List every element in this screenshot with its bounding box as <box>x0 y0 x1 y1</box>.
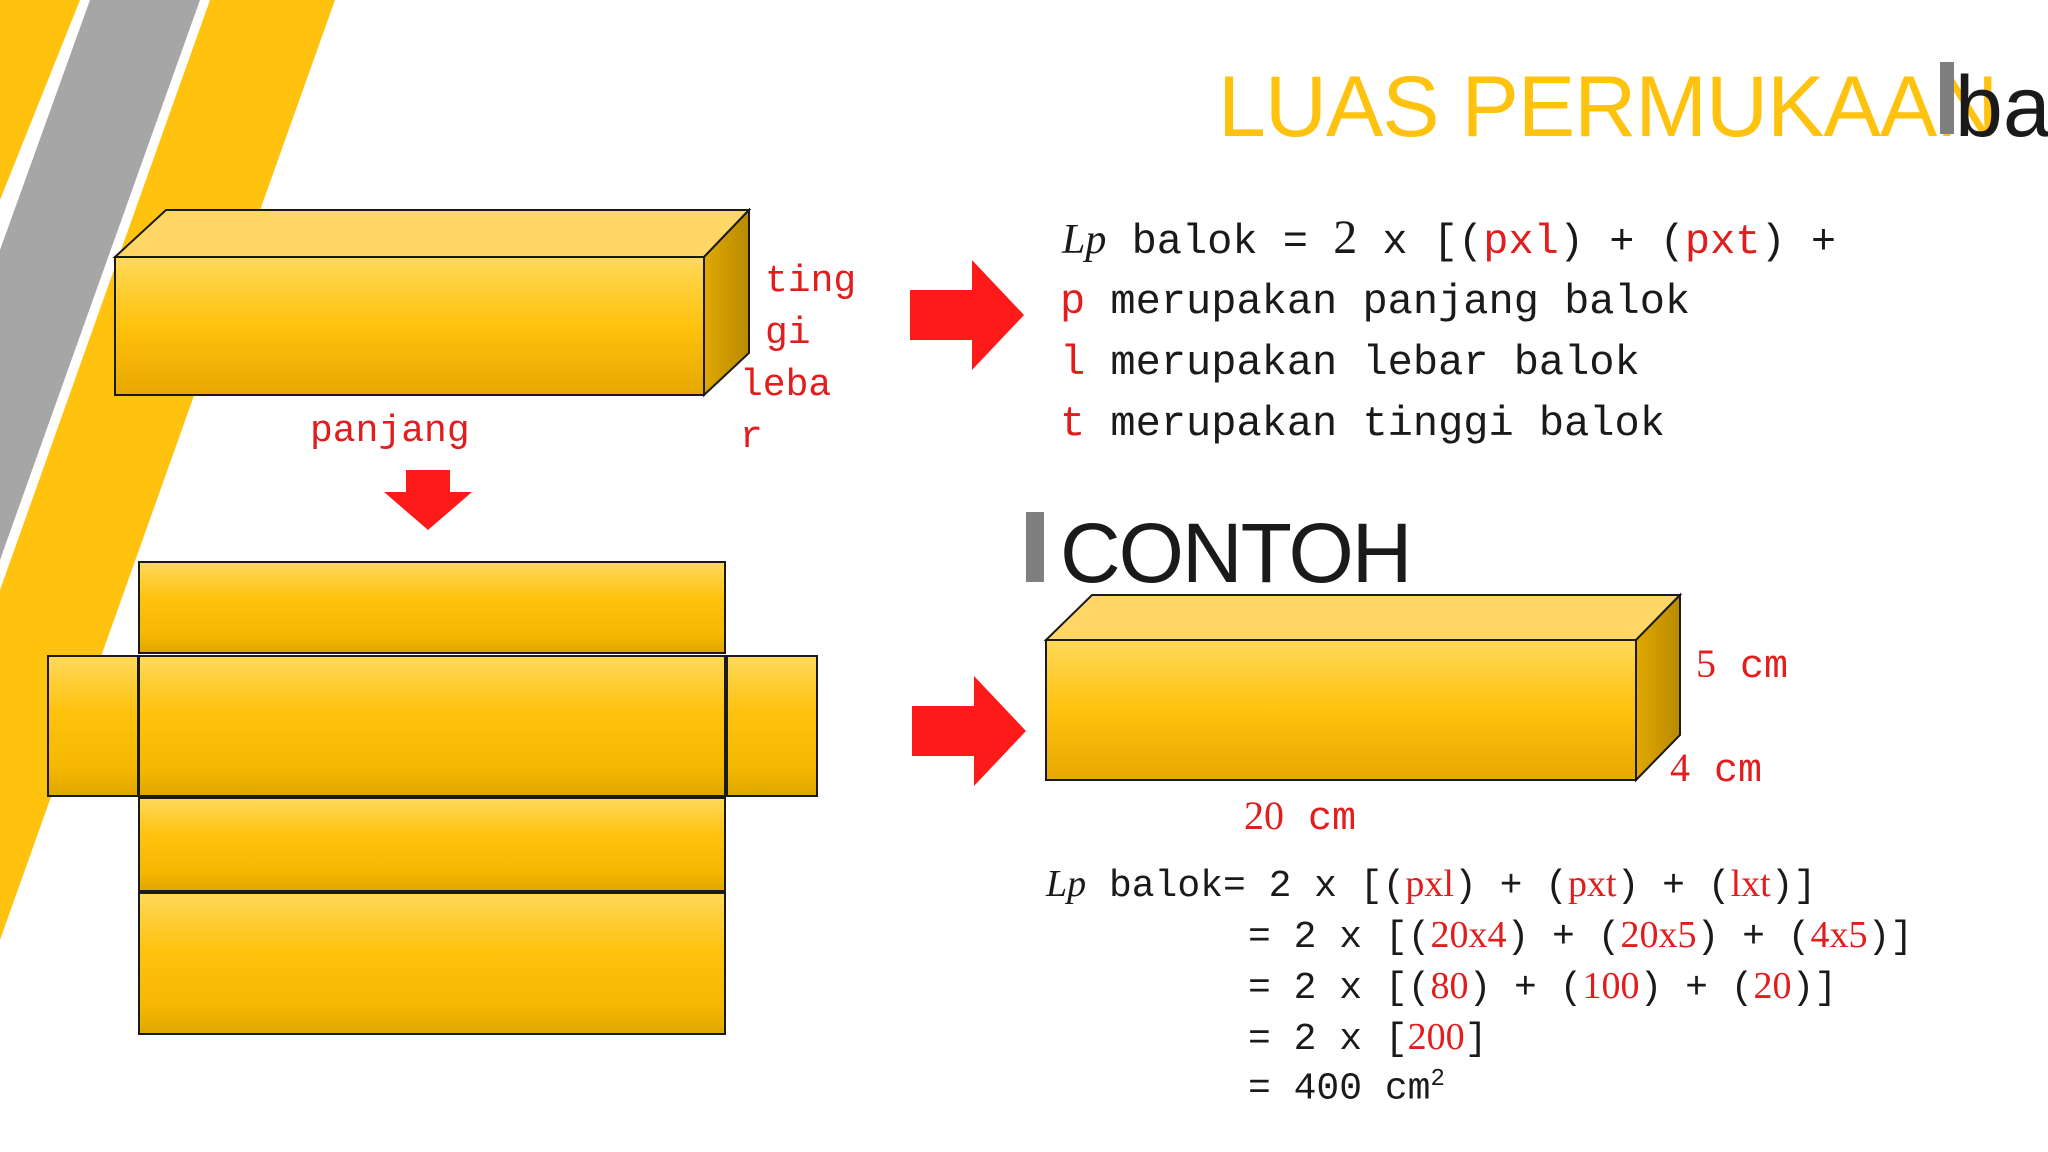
label-tinggi-1: ting <box>765 260 857 303</box>
formula-x: x [( <box>1357 218 1484 266</box>
box-3d-top <box>112 207 752 398</box>
formula-close-plus: ) + ( <box>1558 218 1685 266</box>
contoh-accent-bar <box>1026 512 1044 582</box>
label-lebar-2: r <box>740 416 763 459</box>
net-face-left <box>47 655 139 797</box>
arrow-right-icon-2 <box>912 676 1026 786</box>
net-face-front <box>138 655 726 797</box>
net-face-bottom <box>138 797 726 892</box>
title-part2: bal <box>1955 59 2048 155</box>
page-title: LUAS PERMUKAAN <box>1218 58 1998 158</box>
label-panjang: panjang <box>310 410 470 453</box>
net-face-right <box>726 655 818 797</box>
calc-line-2: = 2 x [(20x4) + (20x5) + (4x5)] <box>1248 914 1914 959</box>
net-face-back <box>138 892 726 1035</box>
box-3d-example <box>1043 592 1683 783</box>
arrow-right-icon-1 <box>910 260 1024 370</box>
dim-panjang: 20 cm <box>1244 793 1357 842</box>
arrow-down-icon <box>384 470 472 530</box>
title-part1: LUAS PERMUKAAN <box>1218 59 1998 155</box>
dim-tinggi: 5 cm <box>1696 641 1789 690</box>
definition-p: p merupakan panjang balok <box>1060 278 1691 326</box>
formula-pxl: pxl <box>1483 218 1559 266</box>
formula-lp: Lp <box>1062 217 1107 263</box>
formula-pxt: pxt <box>1684 218 1761 266</box>
formula-two: 2 <box>1333 211 1358 264</box>
calc-line-4: = 2 x [200] <box>1248 1016 1488 1061</box>
net-face-top <box>138 561 726 654</box>
contoh-heading: CONTOH <box>1060 506 1412 600</box>
formula-balok: balok = <box>1106 218 1334 266</box>
label-lebar-1: leba <box>740 364 832 407</box>
formula-tail: ) + <box>1760 218 1837 266</box>
label-tinggi-2: gi <box>765 312 811 355</box>
title-accent-bar <box>1940 62 1954 134</box>
formula-line: Lp balok = 2 x [(pxl) + (pxt) + <box>1062 210 1836 266</box>
definition-l: l merupakan lebar balok <box>1060 339 1640 387</box>
definitions-list: p merupakan panjang balok l merupakan le… <box>1060 272 1690 455</box>
definition-t: t merupakan tinggi balok <box>1060 400 1665 448</box>
calc-line-1: Lp balok= 2 x [(pxl) + (pxt) + (lxt)] <box>1046 863 1817 908</box>
dim-lebar: 4 cm <box>1670 745 1763 794</box>
calc-line-3: = 2 x [(80) + (100) + (20)] <box>1248 965 1838 1010</box>
calc-line-5: = 400 cm2 <box>1248 1066 1445 1111</box>
